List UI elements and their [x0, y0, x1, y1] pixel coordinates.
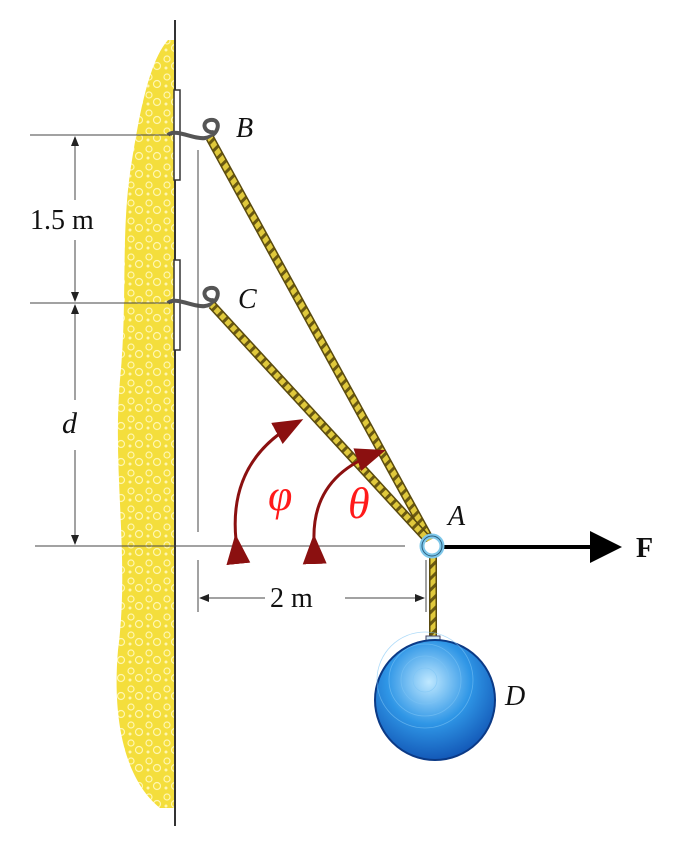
- label-dim-2m: 2 m: [270, 583, 313, 614]
- wall-texture: [116, 40, 175, 808]
- label-d: D: [504, 681, 525, 712]
- label-dim-bc: 1.5 m: [30, 205, 94, 236]
- label-a: A: [446, 501, 466, 532]
- angle-theta-arc: [302, 448, 386, 565]
- label-b: B: [236, 113, 253, 144]
- angle-phi-arc: [226, 419, 304, 566]
- label-dim-d: d: [62, 407, 78, 440]
- hook-c-icon: [166, 285, 220, 309]
- hook-b-icon: [166, 117, 220, 141]
- label-theta: θ: [348, 479, 370, 528]
- label-c: C: [238, 284, 257, 315]
- label-phi: φ: [268, 471, 292, 520]
- ball-d: [374, 639, 496, 761]
- bracket-c: [173, 259, 181, 351]
- label-f: F: [636, 533, 653, 564]
